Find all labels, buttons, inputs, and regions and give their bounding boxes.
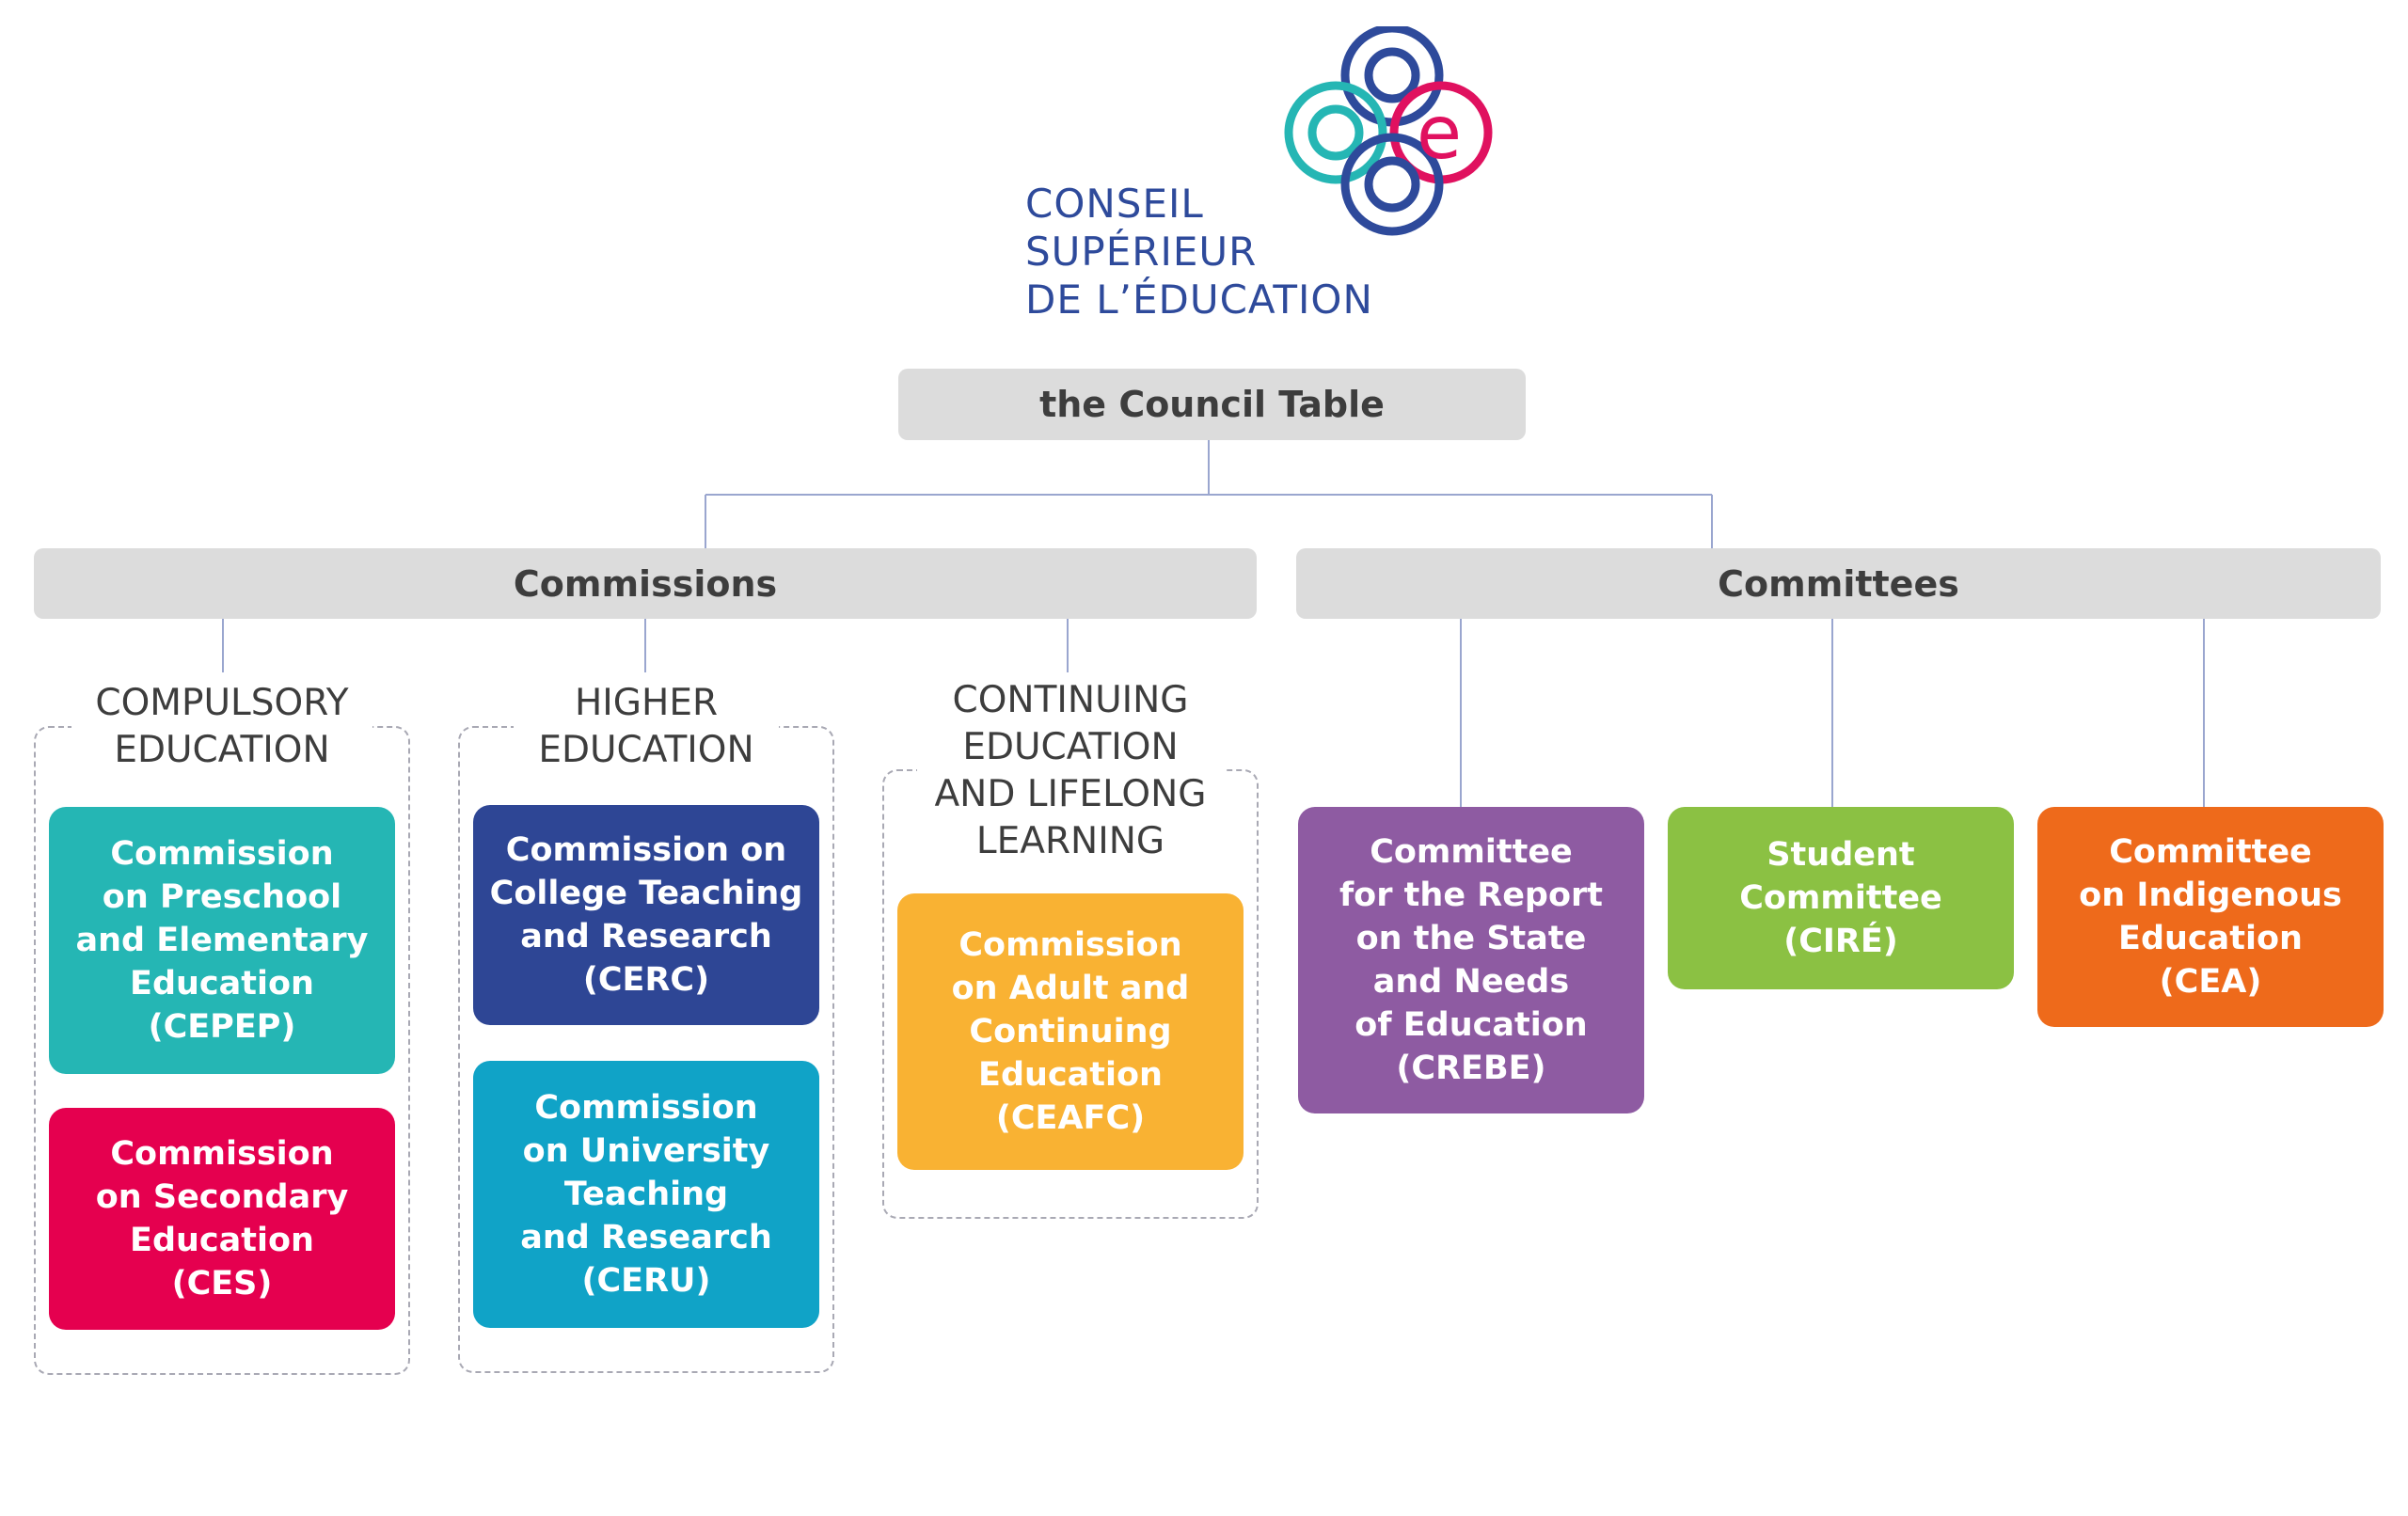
council-table-bar: the Council Table [898, 369, 1526, 440]
commissions-label: Commissions [513, 562, 778, 605]
commissions-bar: Commissions [34, 548, 1257, 619]
svg-text:e: e [1417, 91, 1462, 176]
committees-label: Committees [1718, 562, 1959, 605]
committees-bar: Committees [1296, 548, 2381, 619]
logo-text: CONSEIL SUPÉRIEUR DE L’ÉDUCATION [1025, 181, 1373, 323]
box-cerc: Commission on College Teaching and Resea… [473, 805, 819, 1025]
council-table-label: the Council Table [1039, 384, 1385, 425]
box-crebe: Committee for the Report on the State an… [1298, 807, 1644, 1113]
group-higher-title: HIGHER EDUCATION [514, 680, 779, 774]
box-ceru: Commission on University Teaching and Re… [473, 1061, 819, 1328]
logo: e CONSEIL SUPÉRIEUR DE L’ÉDUCATION [1025, 26, 1493, 327]
group-compulsory-title: COMPULSORY EDUCATION [71, 680, 372, 774]
logo-rings-icon: e [1284, 26, 1493, 236]
box-ces: Commission on Secondary Education (CES) [49, 1108, 395, 1330]
box-cea: Committee on Indigenous Education (CEA) [2037, 807, 2384, 1027]
box-cepep: Commission on Preschool and Elementary E… [49, 807, 395, 1074]
box-ceafc: Commission on Adult and Continuing Educa… [897, 893, 1244, 1170]
box-cire: Student Committee (CIRÉ) [1668, 807, 2014, 989]
group-continuing-title: CONTINUING EDUCATION AND LIFELONG LEARNI… [917, 677, 1224, 865]
